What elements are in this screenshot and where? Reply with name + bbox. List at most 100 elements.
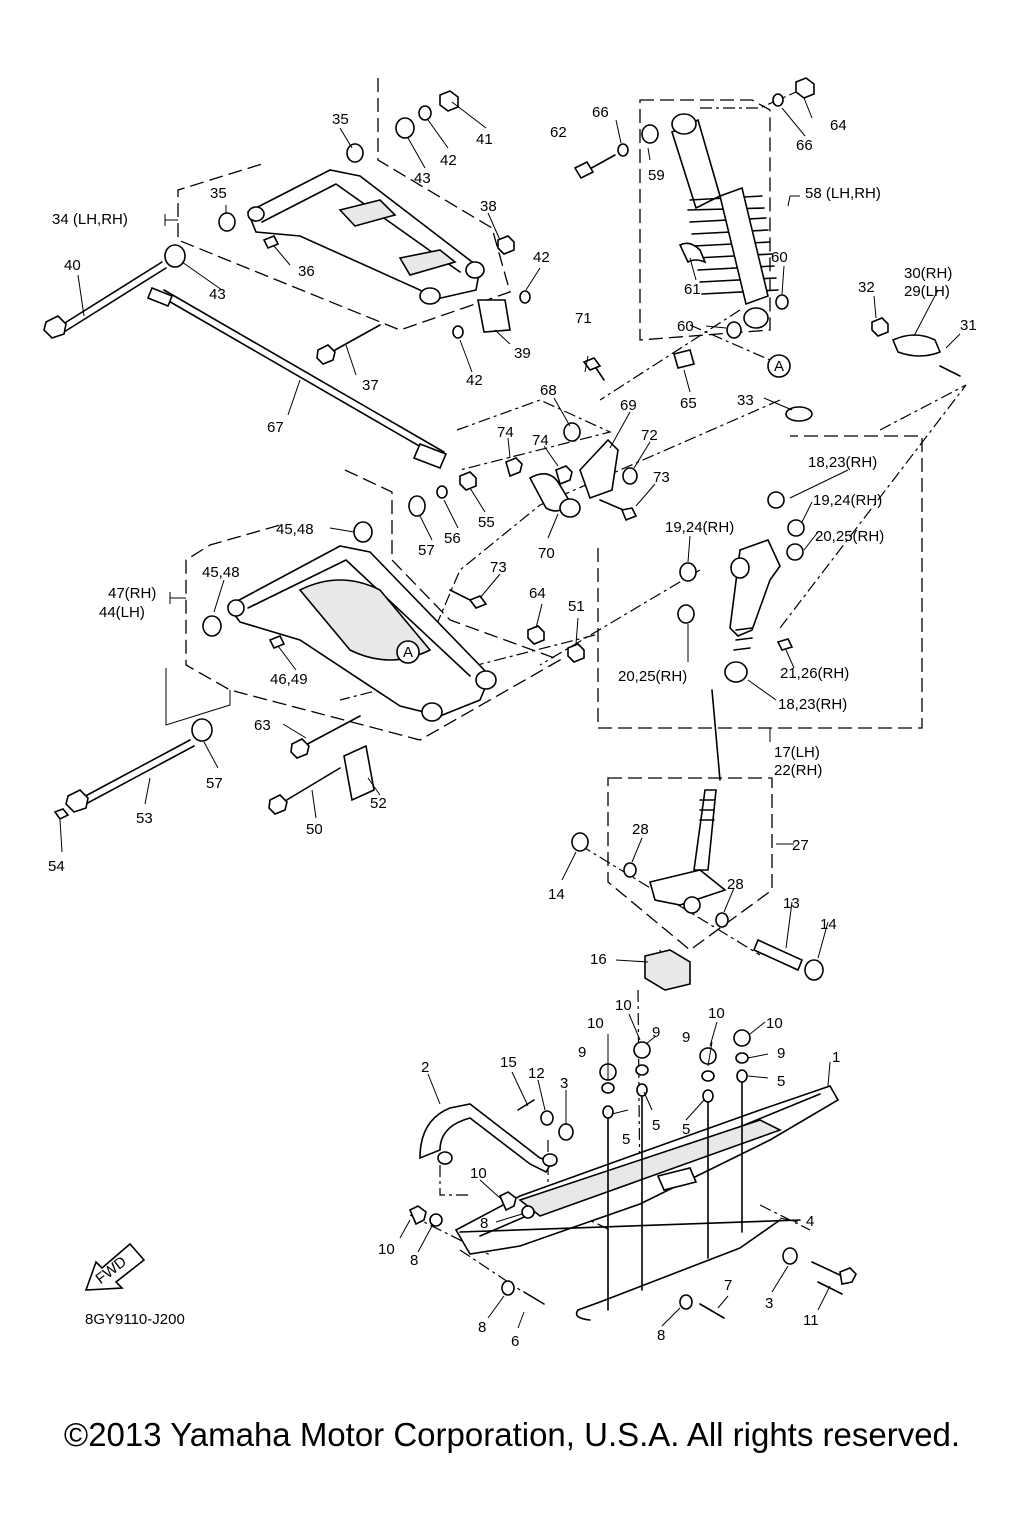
label-p64b: 64: [529, 585, 546, 602]
label-p67: 67: [267, 419, 284, 436]
label-p50: 50: [306, 821, 323, 838]
label-p43b: 43: [209, 286, 226, 303]
label-p5b: 5: [652, 1117, 660, 1134]
label-p8b: 8: [410, 1252, 418, 1269]
label-p9b: 9: [652, 1024, 660, 1041]
label-p5d: 5: [777, 1073, 785, 1090]
label-p9d: 9: [777, 1045, 785, 1062]
label-p40: 40: [64, 257, 81, 274]
ski-leg: [571, 789, 824, 991]
label-p5c: 5: [682, 1121, 690, 1138]
label-p18-23a: 18,23(RH): [808, 454, 877, 471]
label-p27: 27: [792, 837, 809, 854]
label-p17-lh: 17(LH): [774, 744, 820, 761]
label-p30: 30(RH): [904, 265, 952, 282]
label-p11: 11: [803, 1312, 819, 1329]
label-p10d: 10: [766, 1015, 783, 1032]
label-p7: 7: [724, 1277, 732, 1294]
label-p58: 58 (LH,RH): [805, 185, 881, 202]
label-p57b: 57: [206, 775, 223, 792]
label-p63: 63: [254, 717, 271, 734]
label-p62: 62: [550, 124, 567, 141]
label-p61: 61: [684, 281, 701, 298]
stabilizer-bar: [146, 286, 448, 470]
label-p22-rh: 22(RH): [774, 762, 822, 779]
label-p9c: 9: [682, 1029, 690, 1046]
label-p35b: 35: [210, 185, 227, 202]
label-p33: 33: [737, 392, 754, 409]
label-p28a: 28: [632, 821, 649, 838]
label-p60b: 60: [677, 318, 694, 335]
ski-assembly: [408, 1029, 857, 1321]
label-p10a: 10: [587, 1015, 604, 1032]
copyright-notice: ©2013 Yamaha Motor Corporation, U.S.A. A…: [63, 1416, 961, 1453]
label-p37: 37: [362, 377, 379, 394]
label-p51: 51: [568, 598, 585, 615]
label-p19-24a: 19,24(RH): [813, 492, 882, 509]
label-p8a: 8: [480, 1215, 488, 1232]
label-p32: 32: [858, 279, 875, 296]
label-p65: 65: [680, 395, 697, 412]
label-p9a: 9: [578, 1044, 586, 1061]
label-p56: 56: [444, 530, 461, 547]
label-p35a: 35: [332, 111, 349, 128]
label-p2: 2: [421, 1059, 429, 1076]
label-p43a: 43: [414, 170, 431, 187]
label-p31: 31: [960, 317, 977, 334]
label-p70: 70: [538, 545, 555, 562]
label-p4: 4: [806, 1213, 814, 1230]
label-p14a: 14: [548, 886, 565, 903]
label-p20-25a: 20,25(RH): [815, 528, 884, 545]
label-p8c: 8: [478, 1319, 486, 1336]
label-p42b: 42: [533, 249, 550, 266]
steering-linkage: [505, 357, 638, 522]
label-p69: 69: [620, 397, 637, 414]
label-p8d: 8: [657, 1327, 665, 1344]
label-p19-24b: 19,24(RH): [665, 519, 734, 536]
label-p16: 16: [590, 951, 607, 968]
lower-a-arm: A: [202, 521, 497, 722]
label-p15: 15: [500, 1054, 517, 1071]
label-p47: 47(RH): [108, 585, 156, 602]
label-p39: 39: [514, 345, 531, 362]
label-p3a: 3: [560, 1075, 568, 1092]
label-p3b: 3: [765, 1295, 773, 1312]
label-p66a: 66: [592, 104, 609, 121]
label-p68: 68: [540, 382, 557, 399]
label-p5a: 5: [622, 1131, 630, 1148]
label-p60a: 60: [771, 249, 788, 266]
label-p54: 54: [48, 858, 65, 875]
label-p42a: 42: [440, 152, 457, 169]
label-p45-48a: 45,48: [276, 521, 314, 538]
callout-a-upper: A: [774, 358, 784, 375]
label-p73a: 73: [653, 469, 670, 486]
leader-lines: [59, 97, 961, 1329]
label-p45-48b: 45,48: [202, 564, 240, 581]
label-p42c: 42: [466, 372, 483, 389]
upper-a-arm: [218, 143, 485, 305]
label-p36: 36: [298, 263, 315, 280]
diagram-code: 8GY9110-J200: [85, 1311, 185, 1328]
label-p29: 29(LH): [904, 283, 950, 300]
label-p53: 53: [136, 810, 153, 827]
part-labels: 1 2 3 3 4 5 5 5 5 6 7 8 8 8 8 9 9 9 9 10…: [48, 104, 977, 1350]
label-p55: 55: [478, 514, 495, 531]
label-p74a: 74: [497, 424, 514, 441]
spindle-knuckle: [677, 317, 961, 781]
label-p71: 71: [575, 310, 592, 327]
fwd-arrow-icon: FWD: [84, 1242, 146, 1291]
label-p52: 52: [370, 795, 387, 812]
label-p20-25b: 20,25(RH): [618, 668, 687, 685]
lower-arm-hardware: [53, 471, 585, 821]
label-p44: 44(LH): [99, 604, 145, 621]
label-p10c: 10: [708, 1005, 725, 1022]
label-p59: 59: [648, 167, 665, 184]
label-p6: 6: [511, 1333, 519, 1350]
label-p21-26: 21,26(RH): [780, 665, 849, 682]
callout-a-lower: A: [403, 644, 413, 661]
label-p46-49: 46,49: [270, 671, 308, 688]
label-p41: 41: [476, 131, 493, 148]
label-p10e: 10: [470, 1165, 487, 1182]
shock-absorber: A: [573, 77, 815, 378]
